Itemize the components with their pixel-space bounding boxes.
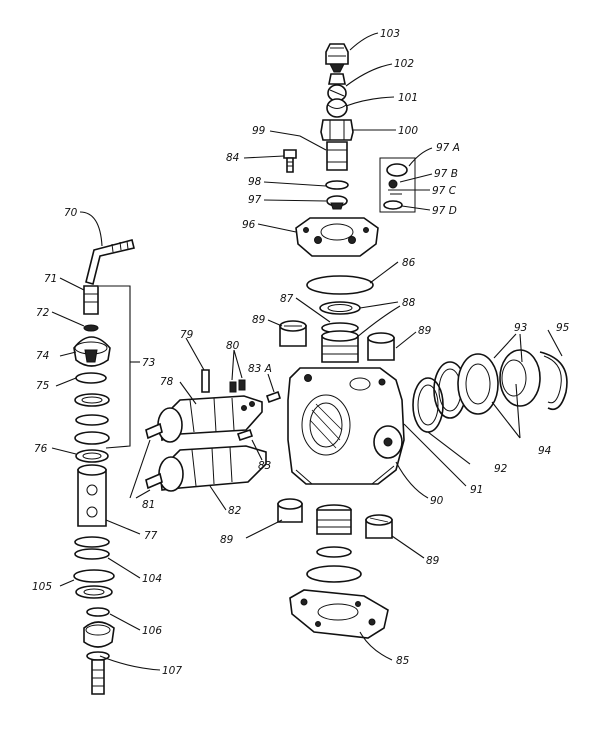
label-76: 76 [34, 443, 48, 455]
label-98: 98 [248, 176, 262, 188]
label-97: 97 [248, 194, 262, 206]
label-72: 72 [36, 307, 50, 319]
left-handle-stack [73, 239, 135, 695]
label-93: 93 [514, 322, 527, 334]
label-84: 84 [226, 152, 239, 164]
label-91: 91 [470, 484, 483, 496]
label-107: 107 [162, 665, 182, 677]
label-85: 85 [396, 655, 410, 667]
label-88: 88 [402, 297, 416, 309]
label-94: 94 [538, 445, 551, 457]
label-97d: 97 D [432, 205, 457, 217]
label-105: 105 [32, 581, 52, 593]
leader-lines [51, 32, 563, 671]
label-106: 106 [142, 625, 162, 637]
central-body-assembly [277, 275, 405, 639]
label-90: 90 [430, 495, 444, 507]
label-73: 73 [142, 357, 155, 369]
label-77: 77 [144, 530, 158, 542]
top-valve-stack [283, 43, 416, 257]
label-81: 81 [142, 499, 155, 511]
label-102: 102 [394, 58, 414, 70]
label-74: 74 [36, 350, 49, 362]
label-99: 99 [252, 125, 266, 137]
label-95: 95 [556, 322, 570, 334]
label-83a: 83 A [248, 363, 272, 375]
label-87: 87 [280, 293, 294, 305]
label-89-top-left: 89 [252, 314, 266, 326]
label-89-top-right: 89 [418, 325, 432, 337]
label-79: 79 [180, 329, 194, 341]
label-101: 101 [398, 92, 418, 104]
label-104: 104 [142, 573, 162, 585]
label-78: 78 [160, 376, 174, 388]
label-83: 83 [258, 460, 271, 472]
label-97a: 97 A [436, 142, 460, 154]
label-82: 82 [228, 505, 242, 517]
label-100: 100 [398, 125, 418, 137]
label-97b: 97 B [434, 168, 458, 180]
label-92: 92 [494, 463, 508, 475]
label-71: 71 [44, 273, 57, 285]
spool-assemblies [145, 369, 282, 492]
label-89-bottom-right: 89 [426, 555, 440, 567]
label-89-bottom-left: 89 [220, 534, 234, 546]
label-75: 75 [36, 380, 50, 392]
right-ring-group [412, 349, 568, 433]
label-80: 80 [226, 340, 240, 352]
label-70: 70 [64, 207, 78, 219]
label-103: 103 [380, 28, 400, 40]
part-labels: 103 102 101 100 99 84 97 A 97 B 97 C 97 … [32, 28, 570, 677]
label-96: 96 [242, 219, 256, 231]
label-97c: 97 C [432, 185, 457, 197]
label-86: 86 [402, 257, 416, 269]
